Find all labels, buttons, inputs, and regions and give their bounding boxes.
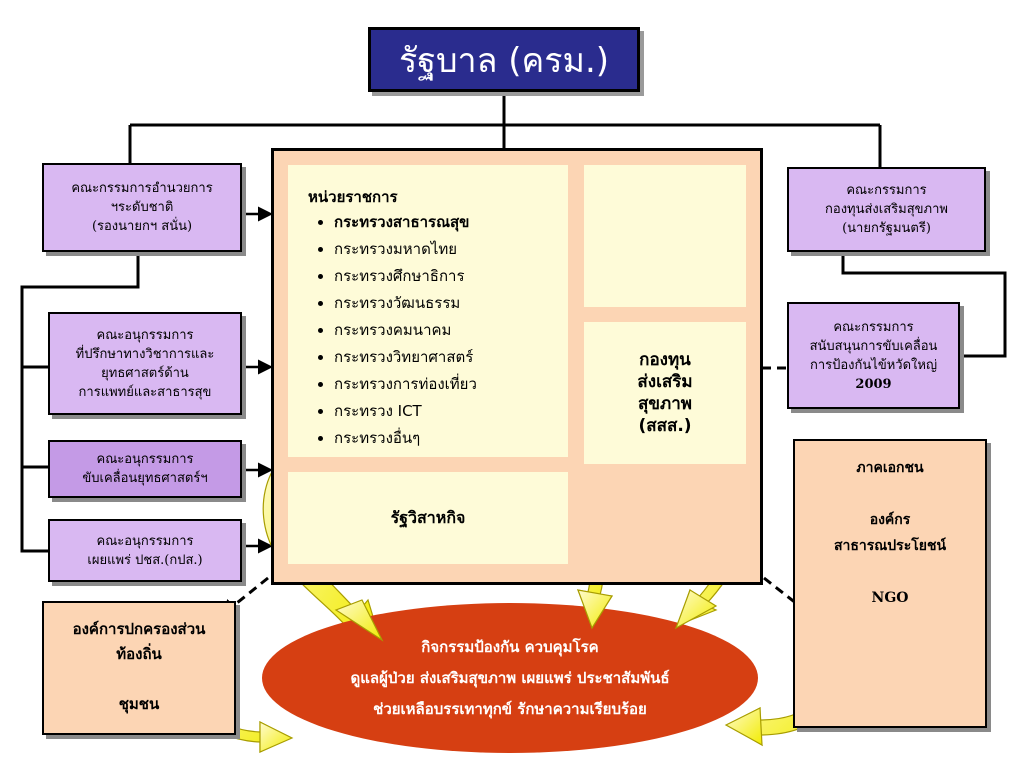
government-agencies-panel: หน่วยราชการ กระทรวงสาธารณสุข กระทรวงมหาด… xyxy=(288,165,568,457)
fund-line: ส่งเสริม xyxy=(637,372,693,392)
ministry-list: กระทรวงสาธารณสุข กระทรวงมหาดไทย กระทรวงศ… xyxy=(308,209,558,452)
ministry-item: กระทรวงคมนาคม xyxy=(334,317,558,344)
health-promotion-fund-panel: กองทุน ส่งเสริม สุขภาพ (สสส.) xyxy=(584,322,746,464)
box-line: ที่ปรึกษาทางวิชาการและ xyxy=(75,346,215,362)
local-government-box: องค์การปกครองส่วน ท้องถิ่น ชุมชน xyxy=(42,601,236,735)
box-line: ยุทธศาสตร์ด้าน xyxy=(101,365,189,381)
state-enterprise-panel: รัฐวิสาหกิจ xyxy=(288,472,568,564)
private-sector-box: ภาคเอกชน องค์กร สาธารณประโยชน์ NGO xyxy=(793,439,987,728)
fund-line: สุขภาพ xyxy=(638,394,692,414)
box-line: คณะกรรมการ xyxy=(846,183,927,198)
box-spacer xyxy=(795,559,985,585)
fund-line: (สสส.) xyxy=(638,416,692,436)
box-line: คณะกรรมการ xyxy=(833,319,914,335)
ministry-item: กระทรวงการท่องเที่ยว xyxy=(334,371,558,398)
box-spacer xyxy=(44,667,234,692)
empty-panel xyxy=(584,165,746,307)
box-spacer xyxy=(795,481,985,507)
box-line: NGO xyxy=(871,590,909,606)
ministry-item: กระทรวงวิทยาศาสตร์ xyxy=(334,344,558,371)
ministry-item: กระทรวงวัฒนธรรม xyxy=(334,290,558,317)
box-line: เผยแพร่ ปชส.(กปส.) xyxy=(87,552,203,568)
influenza-prevention-committee-box: คณะกรรมการ สนับสนุนการขับเคลื่อน การป้อง… xyxy=(787,302,960,409)
national-directing-committee-box: คณะกรรมการอำนวยการ ฯระดับชาติ (รองนายกฯ … xyxy=(42,163,242,252)
box-line: องค์การปกครองส่วน xyxy=(72,620,206,638)
activities-ellipse: กิจกรรมป้องกัน ควบคุมโรค ดูแลผู้ป่วย ส่ง… xyxy=(262,603,758,753)
box-line: (รองนายกฯ สนั่น) xyxy=(91,219,193,234)
ministry-item: กระทรวงสาธารณสุข xyxy=(334,209,558,236)
box-line: ฯระดับชาติ xyxy=(110,200,174,215)
box-line: คณะกรรมการอำนวยการ xyxy=(71,181,213,196)
health-fund-committee-box: คณะกรรมการ กองทุนส่งเสริมสุขภาพ (นายกรัฐ… xyxy=(787,167,986,252)
ministry-item: กระทรวงมหาดไทย xyxy=(334,236,558,263)
government-agencies-title: หน่วยราชการ xyxy=(308,188,398,206)
ministry-item: กระทรวงศึกษาธิการ xyxy=(334,263,558,290)
box-line: สนับสนุนการขับเคลื่อน xyxy=(809,338,938,354)
state-enterprise-label: รัฐวิสาหกิจ xyxy=(390,507,466,527)
box-line: (นายกรัฐมนตรี) xyxy=(842,221,931,236)
box-line: สาธารณประโยชน์ xyxy=(833,538,947,554)
activity-line: ช่วยเหลือบรรเทาทุกข์ รักษาความเรียบร้อย xyxy=(373,699,647,718)
box-line: คณะอนุกรรมการ xyxy=(96,452,194,467)
box-line: ชุมชน xyxy=(118,695,160,713)
activity-line: กิจกรรมป้องกัน ควบคุมโรค xyxy=(421,637,599,656)
box-line: ท้องถิ่น xyxy=(116,645,162,663)
box-line: กองทุนส่งเสริมสุขภาพ xyxy=(825,202,948,217)
box-line: องค์กร xyxy=(869,512,911,528)
government-cabinet-box: รัฐบาล (ครม.) xyxy=(368,27,640,92)
academic-advisory-subcommittee-box: คณะอนุกรรมการ ที่ปรึกษาทางวิชาการและ ยุท… xyxy=(48,312,242,415)
box-line: ภาคเอกชน xyxy=(856,460,924,476)
box-line: 2009 xyxy=(855,376,892,392)
activity-line: ดูแลผู้ป่วย ส่งเสริมสุขภาพ เผยแพร่ ประชา… xyxy=(350,668,670,687)
ministry-item: กระทรวง ICT xyxy=(334,398,558,425)
strategy-driving-subcommittee-box: คณะอนุกรรมการ ขับเคลื่อนยุทธศาสตร์ฯ xyxy=(48,440,242,498)
box-line: ขับเคลื่อนยุทธศาสตร์ฯ xyxy=(82,471,208,486)
fund-line: กองทุน xyxy=(639,350,691,370)
government-cabinet-title: รัฐบาล (ครม.) xyxy=(398,40,610,81)
box-line: การป้องกันไข้หวัดใหญ่ xyxy=(809,357,938,373)
box-line: คณะอนุกรรมการ xyxy=(96,327,194,343)
box-line: คณะอนุกรรมการ xyxy=(96,533,194,549)
public-relations-subcommittee-box: คณะอนุกรรมการ เผยแพร่ ปชส.(กปส.) xyxy=(48,519,242,582)
box-line: การแพทย์และสาธารสุข xyxy=(78,384,212,400)
ministry-item: กระทรวงอื่นๆ xyxy=(334,425,558,452)
